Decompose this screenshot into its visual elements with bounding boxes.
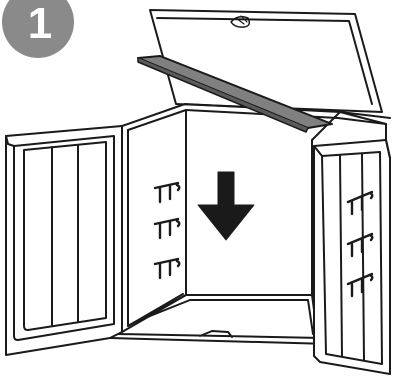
lid [150,10,382,112]
clip-icon [155,183,179,202]
cabinet [6,10,390,374]
step-badge: 1 [2,0,74,58]
floor [110,295,330,344]
floor-front-lip [118,331,322,338]
lid-outline [150,10,382,112]
floor-front-edge [110,338,330,344]
clip-icon [155,219,179,238]
left-side-wall-inner [128,130,183,326]
clip-icon [155,259,179,278]
down-arrow-icon [198,172,254,240]
left-wall-clips [155,183,179,278]
left-door [6,126,122,355]
floor-rim [135,300,313,334]
floor-inner [128,295,318,340]
step-number: 1 [28,0,52,48]
